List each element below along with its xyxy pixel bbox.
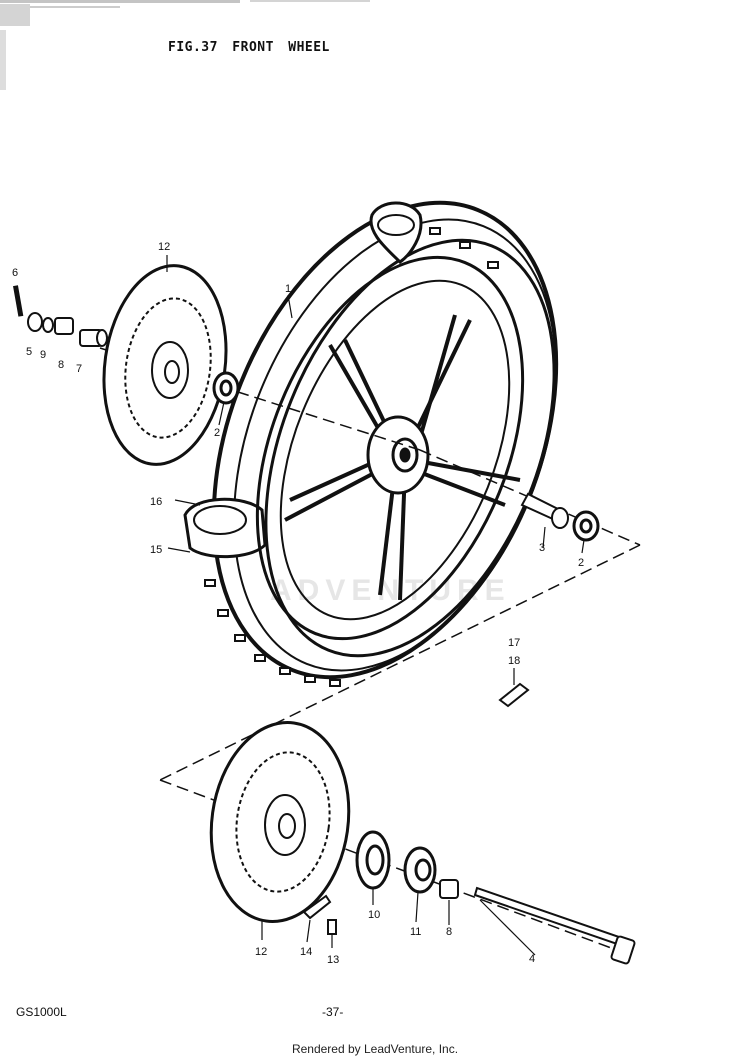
callout-2-left: 2 [214,427,220,439]
callout-11: 11 [410,926,421,938]
page-number: -37- [322,1005,344,1019]
nut-5-washer-9-collar-8 [27,312,74,335]
callout-9: 9 [40,349,46,361]
callout-12-lower: 12 [255,946,267,958]
wheel-hub [366,415,430,495]
scan-noise [0,0,370,90]
bearing-2-right [572,510,600,542]
callout-8-upper: 8 [58,359,64,371]
callout-12-upper: 12 [158,241,170,253]
dust-seal-10 [355,830,391,890]
callout-14: 14 [300,946,312,958]
callout-7: 7 [76,363,82,375]
callout-13: 13 [327,954,339,966]
callout-8-lower: 8 [446,926,452,938]
callout-17: 17 [508,637,520,649]
callout-10: 10 [368,909,380,921]
callout-2-right: 2 [578,557,584,569]
callout-5: 5 [26,346,32,358]
callout-1: 1 [285,283,291,295]
callout-18: 18 [508,655,520,667]
callout-15: 15 [150,544,162,556]
wheel-rim [255,255,525,641]
spacer-3 [520,492,569,529]
collar-8-lower [439,879,459,899]
callout-16: 16 [150,496,162,508]
tire-section-bottom [183,497,267,559]
bearing-2-left [212,371,240,405]
model-code: GS1000L [16,1005,67,1019]
brake-disc-lower [209,721,351,923]
callout-4: 4 [529,953,535,965]
spacer-7 [79,329,108,347]
bolt-6 [13,285,24,317]
brake-disc-upper [102,264,228,466]
speedometer-gearbox-11 [403,846,437,894]
callouts: 1 2 2 3 4 5 6 7 8 8 9 10 11 12 12 13 14 … [12,241,584,966]
callout-6: 6 [12,267,18,279]
figure-title: FIG.37 FRONT WHEEL [168,40,330,55]
balancer-17-18 [498,682,530,708]
axle-4 [473,886,636,965]
bolt-13-plate-14 [302,894,337,935]
tire-section-top [369,201,423,264]
callout-3: 3 [539,542,545,554]
render-credit: Rendered by LeadVenture, Inc. [291,1042,459,1056]
leader-lines [166,255,585,956]
